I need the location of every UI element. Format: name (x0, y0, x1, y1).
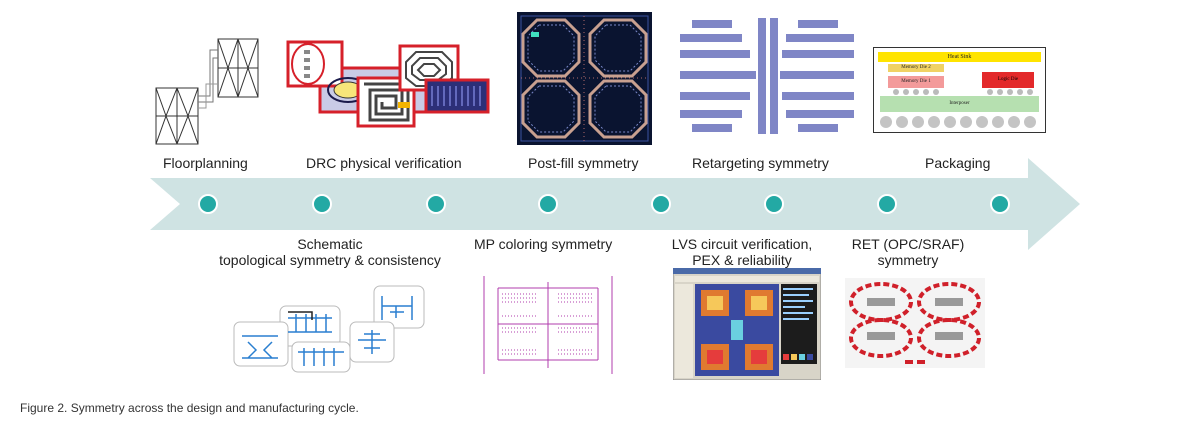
stage-dot-4[interactable] (538, 194, 558, 214)
label-lvs-1: LVS circuit verification, (671, 236, 813, 252)
schematic-image (233, 285, 425, 373)
label-schematic-2: topological symmetry & consistency (219, 252, 441, 268)
label-lvs-2: PEX & reliability (692, 252, 792, 268)
label-packaging: Packaging (925, 155, 991, 171)
heat-sink: Heat Sink (878, 52, 1041, 62)
floorplan-image (155, 38, 259, 145)
retargeting-image (680, 18, 854, 134)
memory-die-2: Memory Die 2 (888, 64, 944, 72)
stage-dot-7[interactable] (877, 194, 897, 214)
stage-dot-5[interactable] (651, 194, 671, 214)
label-ret-2: symmetry (877, 252, 939, 268)
stage-dot-6[interactable] (764, 194, 784, 214)
lvs-pex-image (673, 268, 821, 380)
packaging-image: Heat Sink Memory Die 2 Memory Die 1 Logi… (873, 47, 1046, 133)
label-floorplanning: Floorplanning (163, 155, 248, 171)
label-postfill: Post-fill symmetry (528, 155, 639, 171)
ret-opc-image (845, 278, 985, 368)
label-ret-1: RET (OPC/SRAF) (851, 236, 965, 252)
process-arrow (150, 158, 1080, 250)
figure-caption: Figure 2. Symmetry across the design and… (20, 401, 359, 415)
logic-die: Logic Die (982, 72, 1034, 88)
mp-coloring-image (483, 276, 613, 374)
stage-dot-8[interactable] (990, 194, 1010, 214)
drc-image (286, 40, 490, 128)
label-drc: DRC physical verification (306, 155, 462, 171)
stage-dot-1[interactable] (198, 194, 218, 214)
interposer: Interposer (880, 96, 1039, 112)
label-retargeting: Retargeting symmetry (692, 155, 829, 171)
solder-balls (880, 89, 1036, 128)
postfill-image (517, 12, 652, 145)
label-schematic-1: Schematic (297, 236, 363, 252)
stage-dot-2[interactable] (312, 194, 332, 214)
memory-die-1: Memory Die 1 (888, 76, 944, 88)
label-mp-coloring: MP coloring symmetry (474, 236, 613, 252)
stage-dot-3[interactable] (426, 194, 446, 214)
